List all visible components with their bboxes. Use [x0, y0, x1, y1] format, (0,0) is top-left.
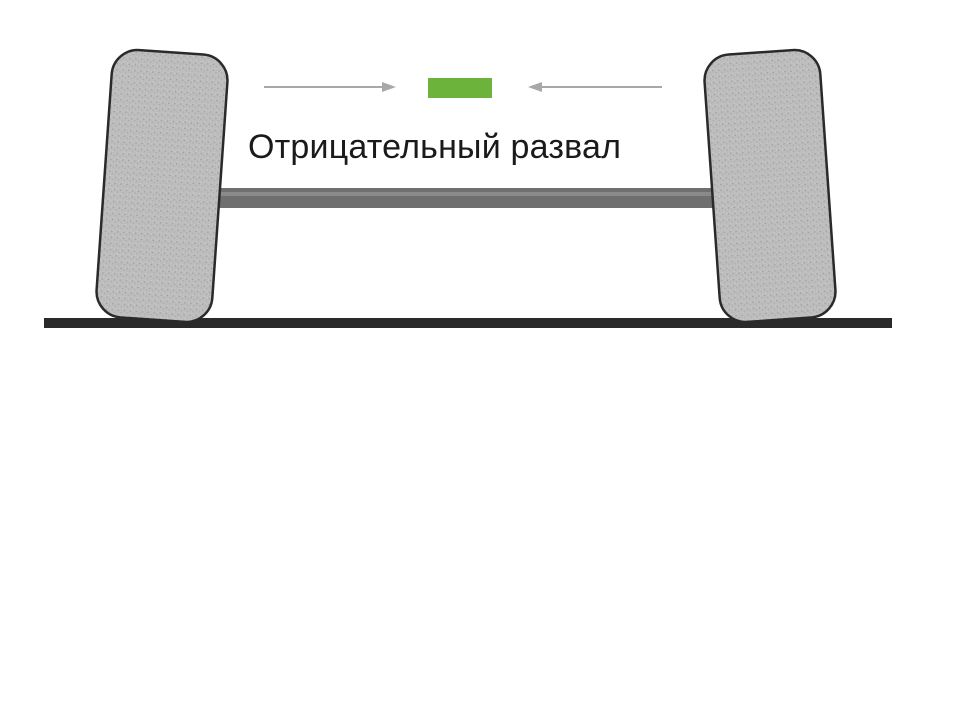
axle	[218, 188, 714, 208]
ground-line	[44, 318, 892, 328]
left-inward-arrow	[264, 82, 396, 92]
axle-highlight	[218, 192, 714, 196]
diagram-caption: Отрицательный развал	[248, 128, 622, 166]
center-marker	[428, 78, 492, 98]
right-tire	[703, 48, 837, 324]
right-inward-arrow	[528, 82, 662, 92]
left-tire	[95, 48, 229, 324]
